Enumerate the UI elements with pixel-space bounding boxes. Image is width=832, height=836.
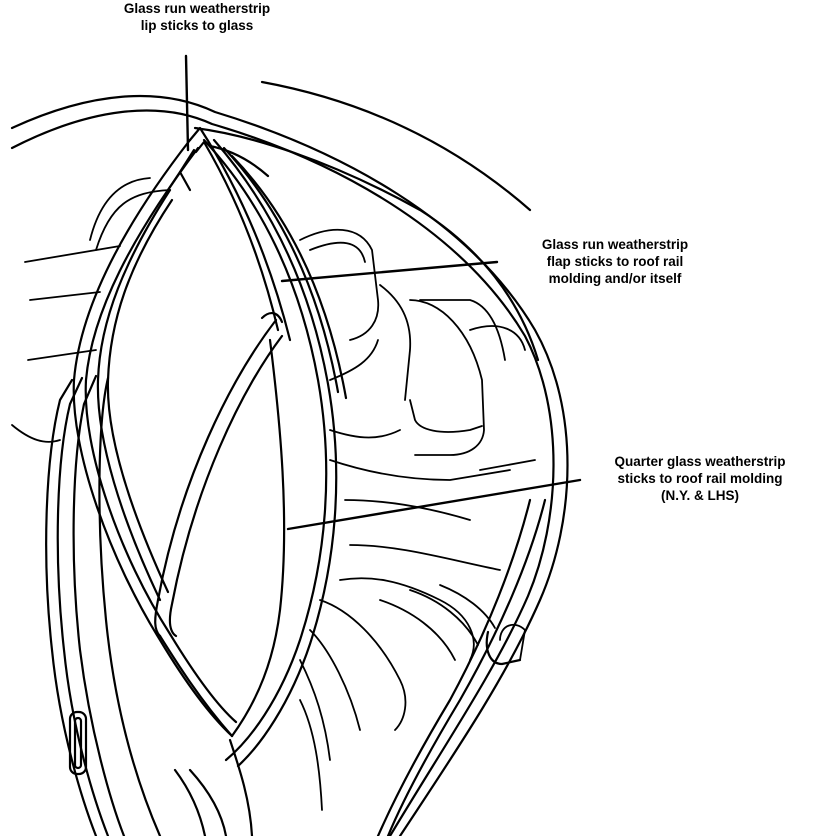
callout-glass-run-flap-line-3: molding and/or itself (548, 271, 682, 286)
quarter-glass (155, 313, 284, 736)
door-glass-frame (74, 128, 290, 736)
callout-glass-run-lip-line-1: Glass run weatherstrip (123, 1, 271, 16)
callout-glass-run-lip-line-2: lip sticks to glass (140, 18, 254, 33)
door-panel (46, 376, 252, 836)
leader-line-low (288, 480, 580, 529)
callout-glass-run-lip: Glass run weatherstrip lip sticks to gla… (97, 0, 297, 34)
weatherstrip-channel (204, 140, 346, 766)
callout-glass-run-flap-line-1: Glass run weatherstrip (541, 237, 689, 252)
interior-seats (12, 178, 535, 810)
callout-quarter-glass-line-3: (N.Y. & LHS) (660, 488, 739, 503)
callout-quarter-glass-line-1: Quarter glass weatherstrip (614, 454, 786, 469)
roof-rail-outline (12, 82, 568, 836)
leader-lines (186, 56, 580, 529)
leader-line-mid (282, 262, 497, 281)
callout-quarter-glass-line-2: sticks to roof rail molding (617, 471, 783, 486)
rear-pillar (378, 500, 545, 836)
callout-quarter-glass: Quarter glass weatherstrip sticks to roo… (570, 453, 830, 504)
leader-line-top (186, 56, 188, 150)
callout-glass-run-flap-line-2: flap sticks to roof rail (546, 254, 684, 269)
callout-glass-run-flap: Glass run weatherstrip flap sticks to ro… (495, 236, 735, 287)
